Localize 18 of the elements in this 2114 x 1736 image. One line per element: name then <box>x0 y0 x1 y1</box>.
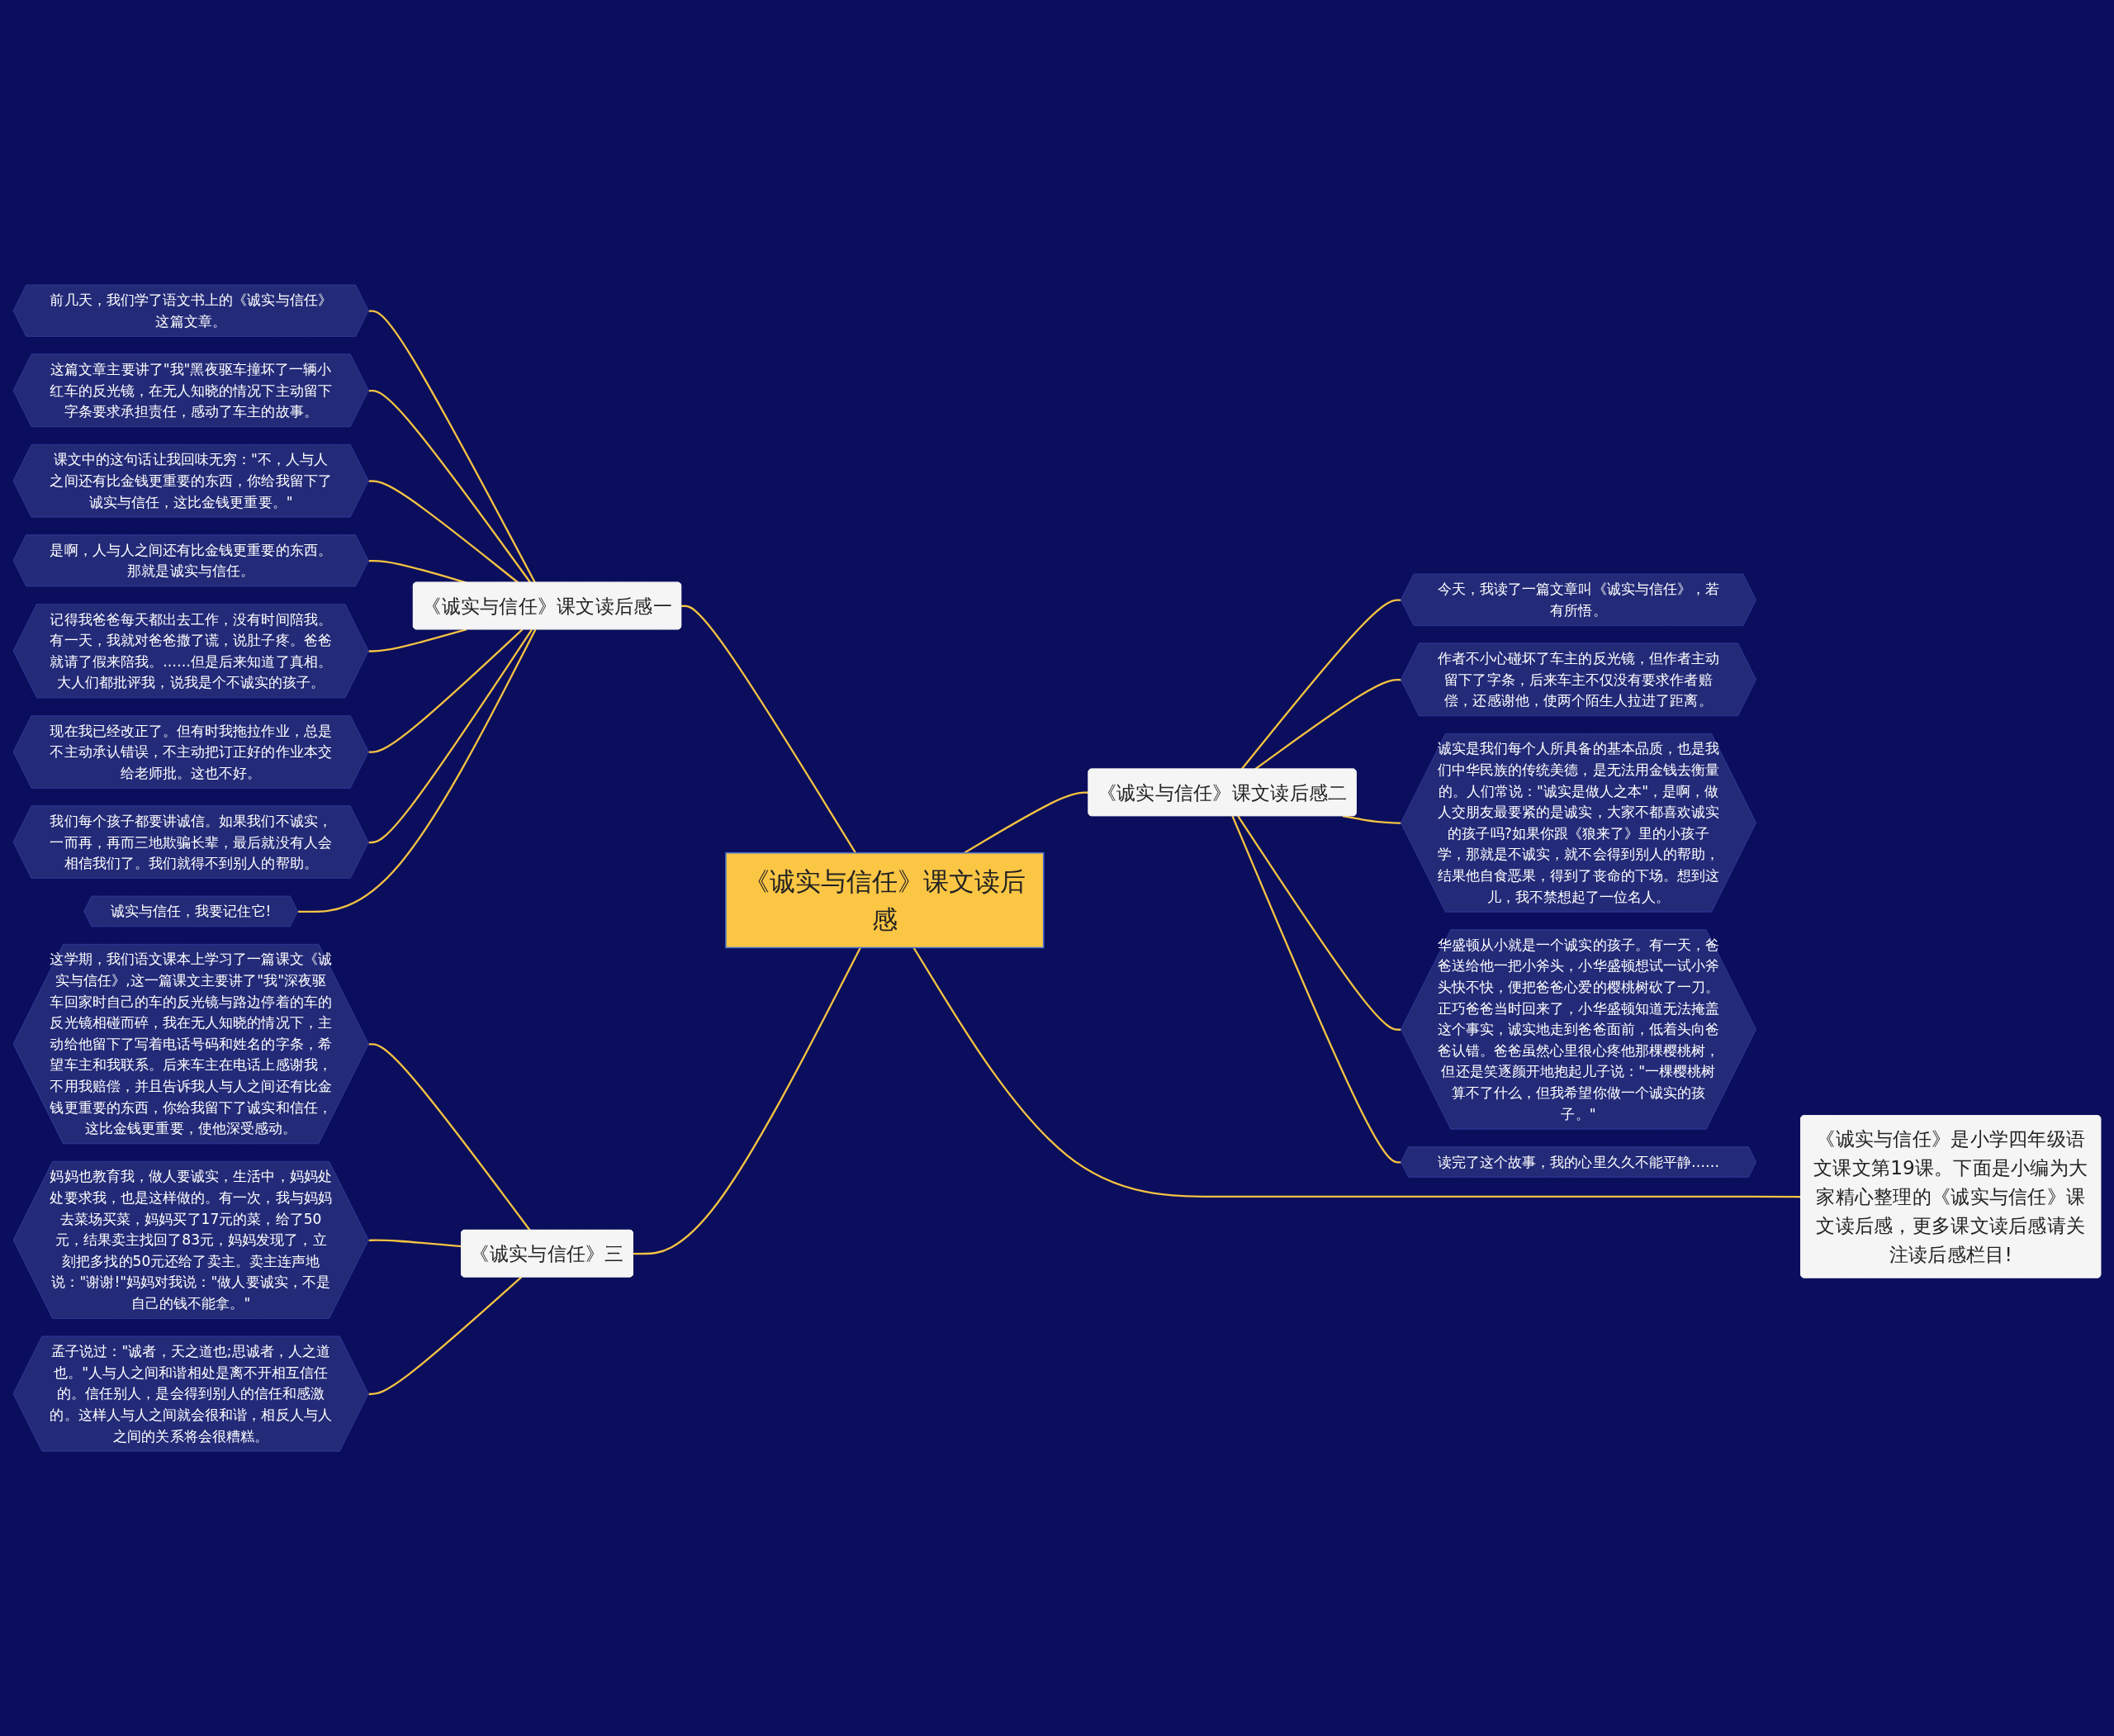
connector <box>912 946 1802 1198</box>
connector <box>368 1239 462 1248</box>
connector <box>368 310 536 583</box>
connector <box>297 628 537 913</box>
connector <box>681 605 856 854</box>
connector <box>368 1276 523 1396</box>
connector <box>1231 815 1401 1164</box>
connector <box>1237 815 1401 1031</box>
connector <box>368 480 519 584</box>
connector <box>368 1043 531 1231</box>
connector <box>1342 814 1401 824</box>
connector <box>368 628 467 652</box>
connector <box>368 389 532 584</box>
connector <box>368 628 524 753</box>
node-box <box>725 851 1045 949</box>
connector <box>368 628 533 844</box>
connector <box>964 791 1089 854</box>
connector <box>633 946 861 1255</box>
